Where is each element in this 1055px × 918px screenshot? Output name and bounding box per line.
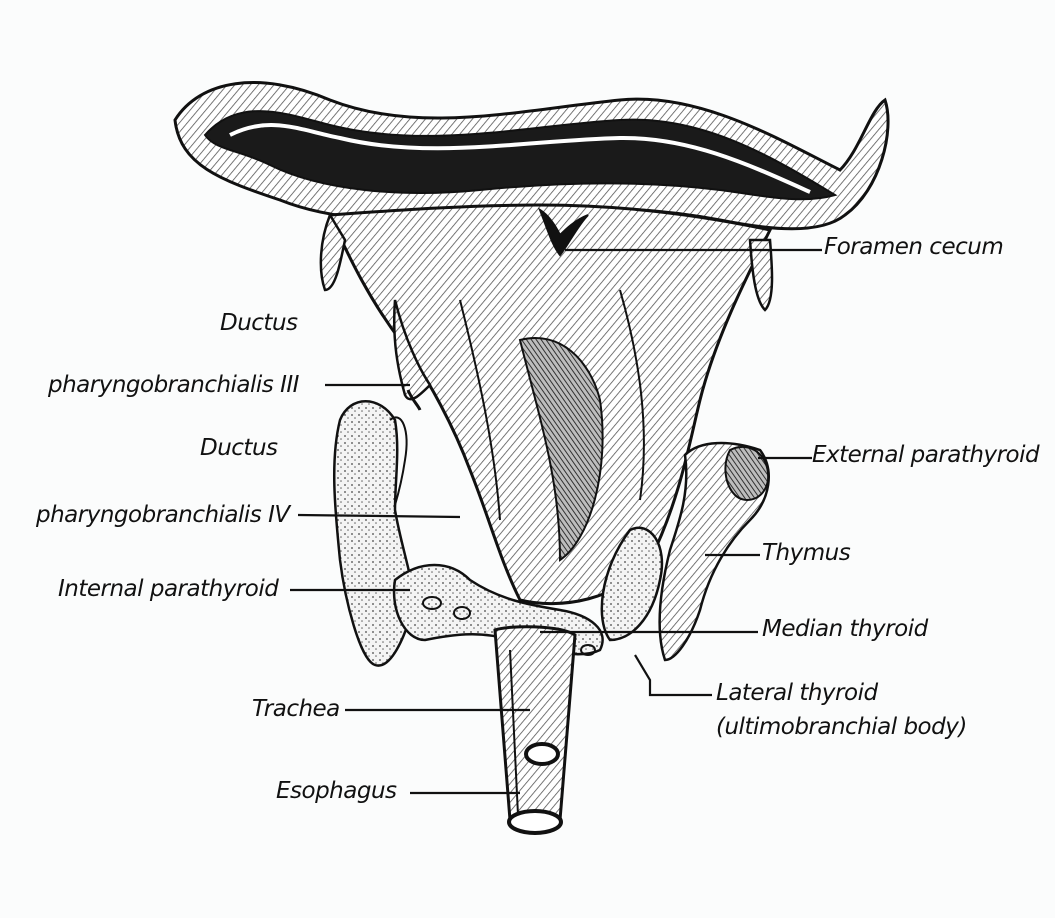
label-esophagus: Esophagus: [276, 778, 397, 804]
label-ductus-iv-line1: Ductus: [200, 435, 278, 461]
label-ductus-iii-line1: Ductus: [220, 310, 298, 336]
label-median-thyroid: Median thyroid: [762, 616, 928, 642]
label-thymus: Thymus: [762, 540, 850, 566]
label-lateral-thyroid-line1: Lateral thyroid: [716, 680, 878, 706]
label-lateral-thyroid-line2: (ultimobranchial body): [716, 714, 967, 740]
label-trachea: Trachea: [252, 696, 340, 722]
label-foramen-cecum: Foramen cecum: [824, 234, 1003, 260]
label-ductus-iii-line2: pharyngobranchialis III: [48, 372, 299, 398]
label-ductus-iv-line2: pharyngobranchialis IV: [36, 502, 290, 528]
label-internal-parathyroid: Internal parathyroid: [58, 576, 278, 602]
label-external-parathyroid: External parathyroid: [812, 442, 1039, 468]
